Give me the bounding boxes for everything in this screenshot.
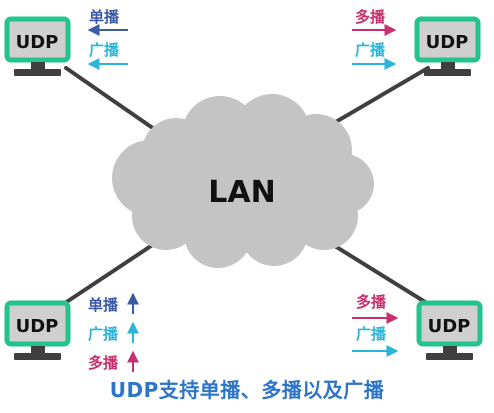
diagram-caption: UDP支持单播、多播以及广播: [109, 378, 385, 402]
messages-bottom-left: 单播 广播 多播: [88, 292, 139, 372]
host-top-left: UDP: [4, 16, 71, 76]
message-label: 单播: [88, 296, 119, 314]
message-label: 多播: [355, 8, 386, 26]
message-label: 广播: [88, 325, 119, 343]
host-label: UDP: [16, 32, 59, 53]
messages-top-left: 单播 广播: [87, 8, 128, 70]
monitor-icon: [414, 16, 481, 76]
message-label: 多播: [356, 293, 387, 311]
host-bottom-right: UDP: [416, 300, 483, 360]
message-label: 单播: [89, 8, 120, 26]
host-bottom-left: UDP: [4, 300, 71, 360]
monitor-icon: [4, 16, 71, 76]
monitor-icon: [416, 300, 483, 360]
host-label: UDP: [426, 32, 469, 53]
host-top-right: UDP: [414, 16, 481, 76]
link-bottom-left: [60, 238, 162, 307]
message-label: 广播: [89, 41, 120, 59]
messages-bottom-right: 多播 广播: [352, 293, 399, 357]
messages-top-right: 多播 广播: [352, 8, 397, 70]
link-top-right: [320, 66, 430, 132]
monitor-icon: [4, 300, 71, 360]
message-label: 广播: [356, 325, 387, 343]
lan-label: LAN: [208, 175, 275, 210]
host-label: UDP: [16, 316, 59, 337]
host-label: UDP: [428, 316, 471, 337]
link-bottom-right: [320, 236, 432, 307]
message-label: 广播: [355, 41, 386, 59]
lan-cloud: LAN: [112, 94, 374, 268]
message-label: 多播: [88, 354, 119, 372]
